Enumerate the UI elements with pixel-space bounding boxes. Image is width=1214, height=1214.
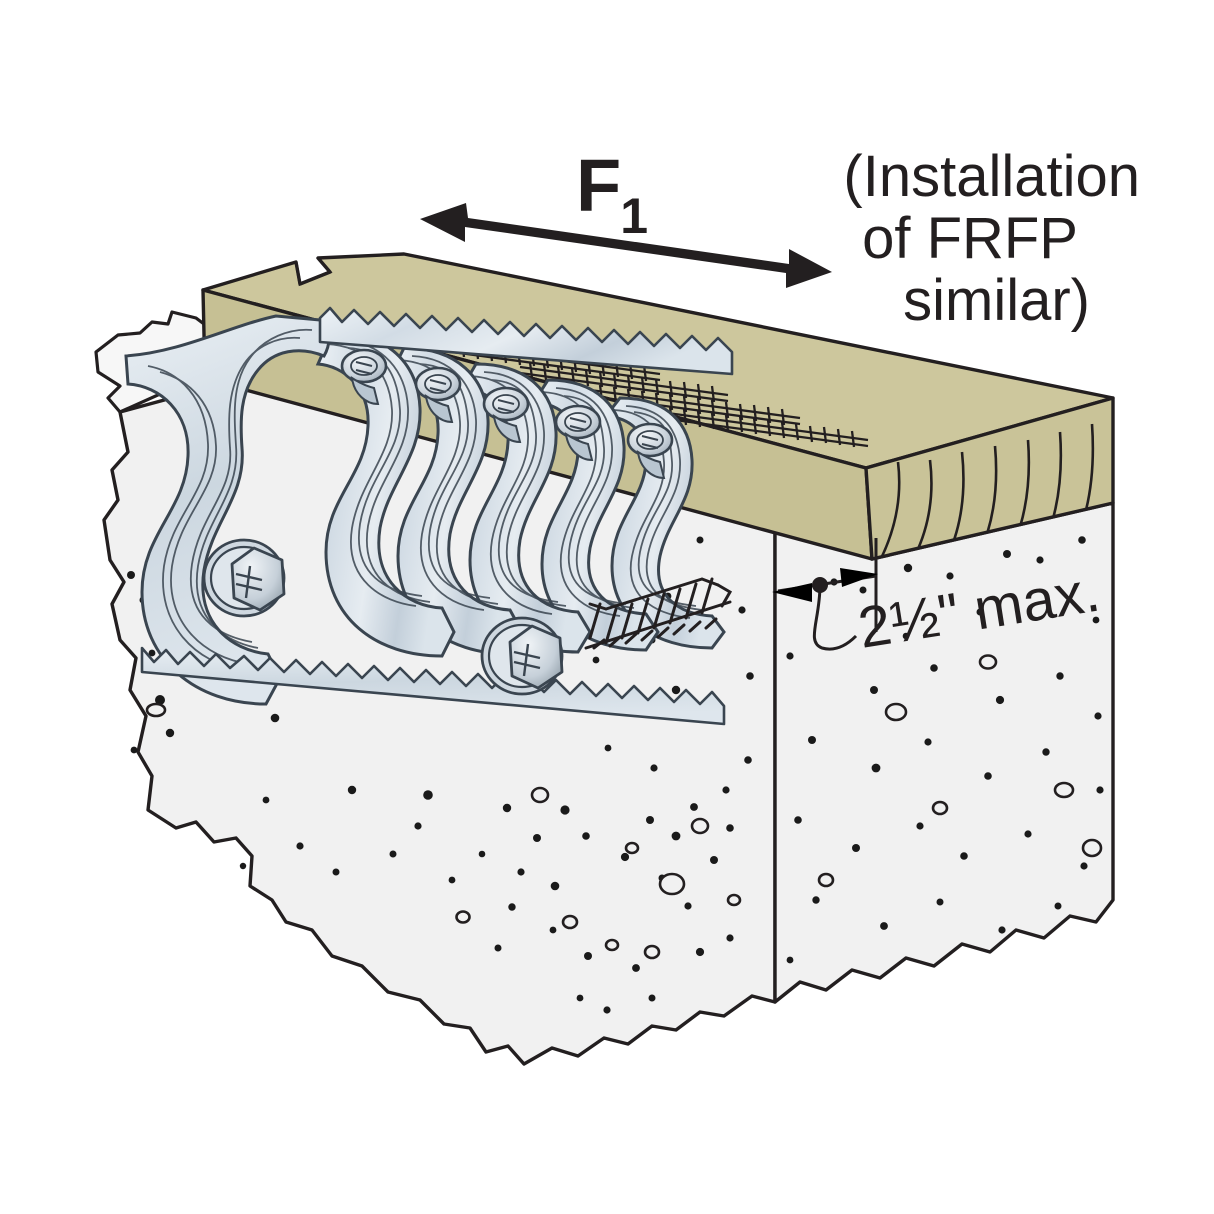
concrete-screw-anchor [584,577,733,650]
dimension-arrow-right [840,568,878,587]
dimension-arrow-left [772,583,812,602]
force-label-f1: F1 [576,144,647,244]
strap-screw-head [340,348,388,406]
strap-bottom-flange [140,646,726,726]
strap-screw-head [482,386,530,444]
frfp-note-line-3: similar) [903,268,1090,333]
force-arrow-f1 [420,203,832,288]
strap-screws-group [451,340,869,448]
frfp-note: (Installation of FRFP similar) [843,144,1140,333]
concrete-right-face [773,498,1115,1004]
strap-screw-head [414,366,462,424]
connector-strap [124,314,726,726]
connector-strap-assembly [124,306,734,726]
strap-screw-heads [340,348,674,480]
strap-top-flange [318,306,734,376]
hex-anchor-bolt [480,616,564,696]
force-label-subscript: 1 [620,188,647,244]
hex-anchor-bolt [202,538,286,618]
frfp-note-line-2: of FRFP [862,206,1078,271]
frfp-note-line-1: (Installation [843,144,1140,209]
force-label-letter: F [576,144,620,227]
dimension-leader-line [812,584,858,651]
strap-screw-head [626,422,674,480]
concrete-voids-front [145,702,742,960]
concrete-voids-right [817,654,1103,888]
strap-screw-head [554,404,602,462]
wood-top-notch [294,257,333,287]
strap-screw [519,361,729,403]
